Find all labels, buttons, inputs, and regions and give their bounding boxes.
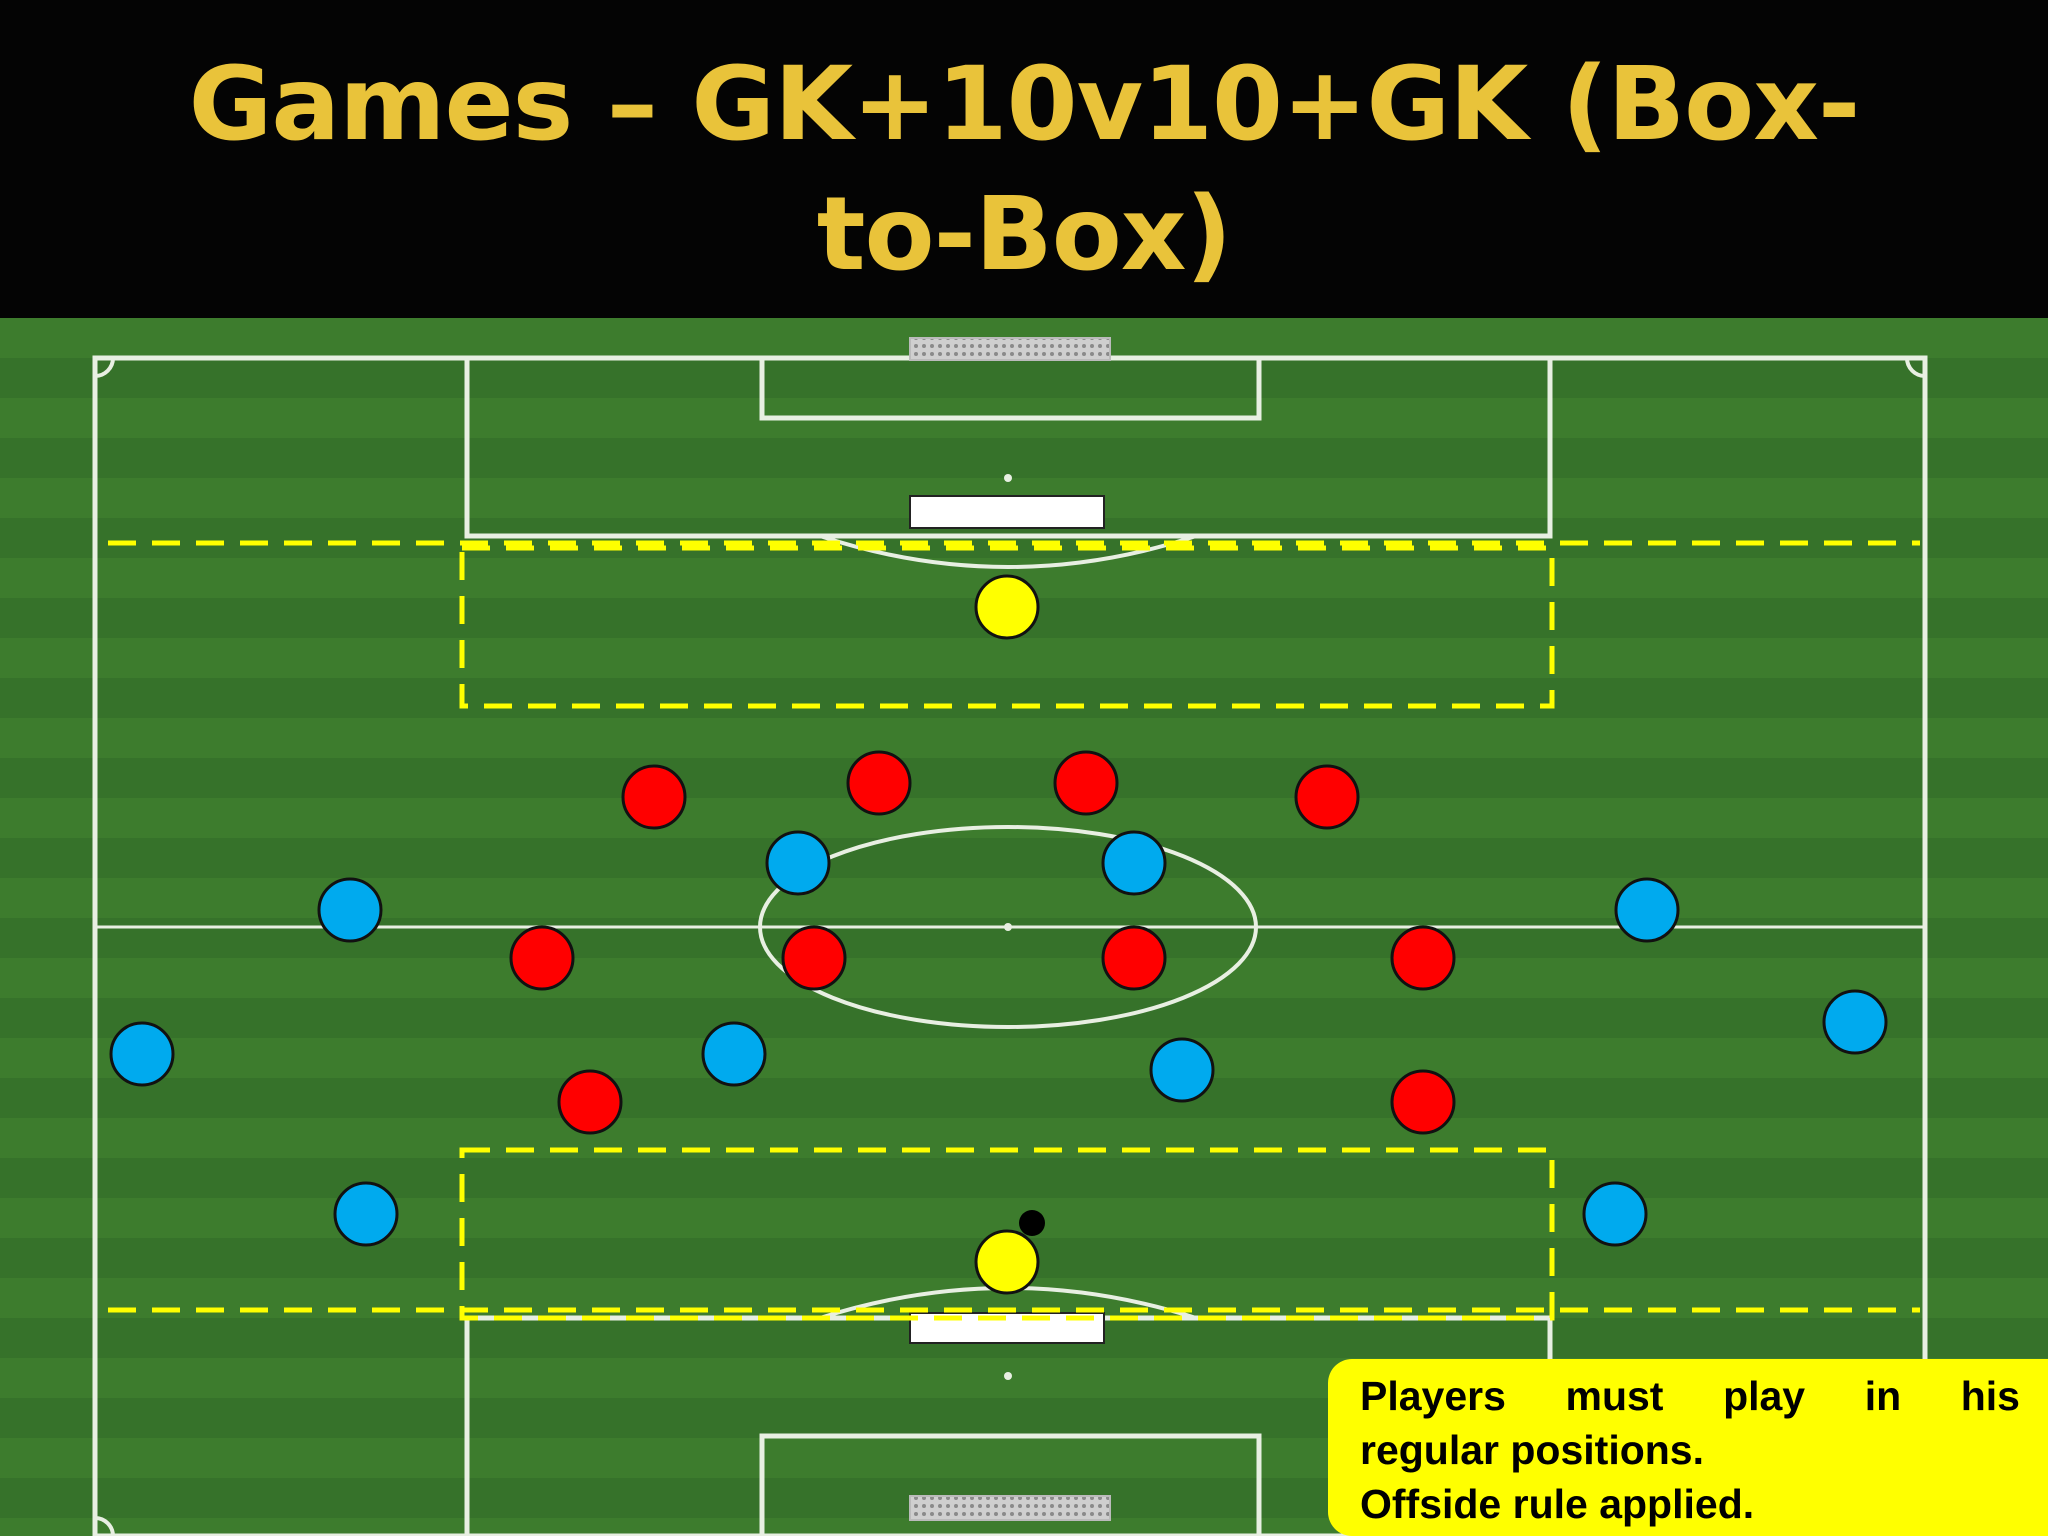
zone-lines	[108, 540, 1920, 1321]
title-bar: Games – GK+10v10+GK (Box-to-Box)	[0, 0, 2048, 318]
corner-arc-bottom-left	[94, 1516, 115, 1536]
title-bold: Games	[188, 45, 574, 164]
blue-player	[333, 1181, 399, 1247]
blue-player	[1614, 877, 1680, 943]
center-spot	[1004, 923, 1012, 931]
slide-title: Games – GK+10v10+GK (Box-to-Box)	[120, 40, 1928, 300]
note-word: Players	[1360, 1373, 1506, 1419]
note-line-1: Players must play in his	[1360, 1369, 2020, 1423]
note-line-3: Offside rule applied.	[1360, 1481, 1755, 1527]
blue-player	[1822, 989, 1888, 1055]
corner-arc-top-right	[1905, 357, 1926, 378]
note-word: play	[1723, 1373, 1806, 1419]
blue-player	[109, 1021, 175, 1087]
bottom-box-zone	[459, 1147, 1555, 1321]
note-line-2: regular positions.	[1360, 1427, 1704, 1473]
blue-player	[1101, 830, 1167, 896]
red-player	[621, 764, 687, 830]
blue-player	[317, 877, 383, 943]
red-player	[1390, 1069, 1456, 1135]
goalkeeper-bottom	[974, 1229, 1040, 1295]
top-penalty-spot	[1004, 474, 1012, 482]
top-box-zone	[459, 545, 1555, 709]
blue-player	[1582, 1181, 1648, 1247]
red-player	[781, 925, 847, 991]
top-mini-goal	[909, 495, 1105, 529]
soccer-pitch-diagram	[0, 318, 2048, 1536]
top-goal-net	[909, 337, 1111, 361]
note-word: his	[1960, 1373, 2020, 1419]
goalkeeper-top	[974, 574, 1040, 640]
red-player	[1294, 764, 1360, 830]
bottom-penalty-spot	[1004, 1372, 1012, 1380]
red-player	[509, 925, 575, 991]
center-circle	[758, 825, 1258, 1029]
red-player	[846, 750, 912, 816]
red-player	[1101, 925, 1167, 991]
bottom-goal-net	[909, 1495, 1111, 1521]
corner-arc-top-left	[94, 357, 115, 378]
title-rest: GK+10v10+GK (Box-to-Box)	[691, 45, 1860, 294]
blue-player	[1149, 1037, 1215, 1103]
bottom-goal-area	[759, 1433, 1262, 1536]
title-dash: –	[572, 45, 692, 164]
red-player	[1390, 925, 1456, 991]
instructions-note: Players must play in his regular positio…	[1328, 1359, 2048, 1536]
red-player	[1053, 750, 1119, 816]
note-word: in	[1864, 1373, 1902, 1419]
note-word: must	[1565, 1373, 1664, 1419]
ball-icon	[1019, 1210, 1045, 1236]
blue-player	[701, 1021, 767, 1087]
players	[109, 574, 1888, 1295]
red-player	[557, 1069, 623, 1135]
blue-player	[765, 830, 831, 896]
